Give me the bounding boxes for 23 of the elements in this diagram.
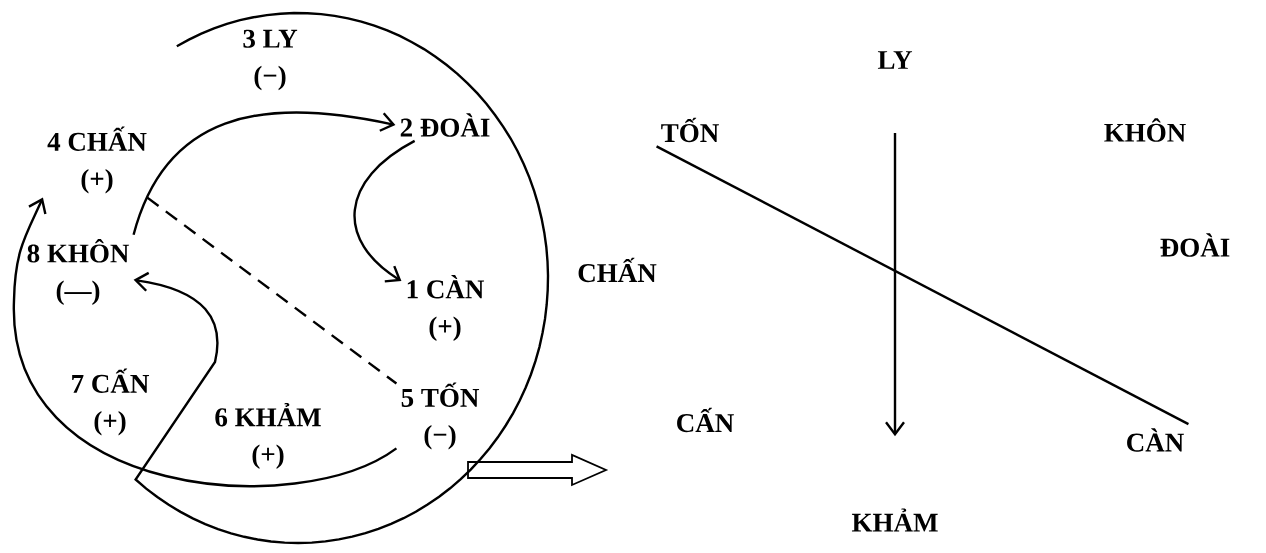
trigram-label: CÀN bbox=[1127, 428, 1184, 452]
trigram-label: 7 CẤN (+) bbox=[72, 368, 150, 436]
trigram-label: 2 ĐOÀI bbox=[400, 113, 490, 137]
trigram-label: 5 TỐN (−) bbox=[401, 382, 480, 450]
trigram-label: 1 CÀN (+) bbox=[407, 275, 484, 341]
arrow bbox=[132, 111, 396, 236]
trigram-label: 8 KHÔN (—) bbox=[27, 238, 130, 306]
trigram-label: KHẢM bbox=[851, 508, 938, 532]
trigram-label: 6 KHẢM (+) bbox=[215, 403, 321, 469]
trigram-label: 3 LY (−) bbox=[243, 29, 298, 91]
direction-label: CẤN bbox=[677, 407, 734, 433]
arrow bbox=[12, 197, 398, 488]
line bbox=[656, 145, 1189, 426]
arrow bbox=[133, 11, 550, 545]
direction-label: CHẤN bbox=[578, 257, 657, 283]
arrow bbox=[885, 133, 905, 437]
trigram-label: LY bbox=[877, 51, 913, 69]
direction-label: KHÔN bbox=[1104, 118, 1186, 142]
dashed-line bbox=[146, 196, 398, 385]
direction-label: ĐOÀI bbox=[1160, 233, 1230, 257]
arrow bbox=[353, 139, 416, 283]
trigram-label: 4 CHẤN (+) bbox=[47, 126, 147, 194]
trigram-label: TỐN bbox=[661, 117, 719, 143]
